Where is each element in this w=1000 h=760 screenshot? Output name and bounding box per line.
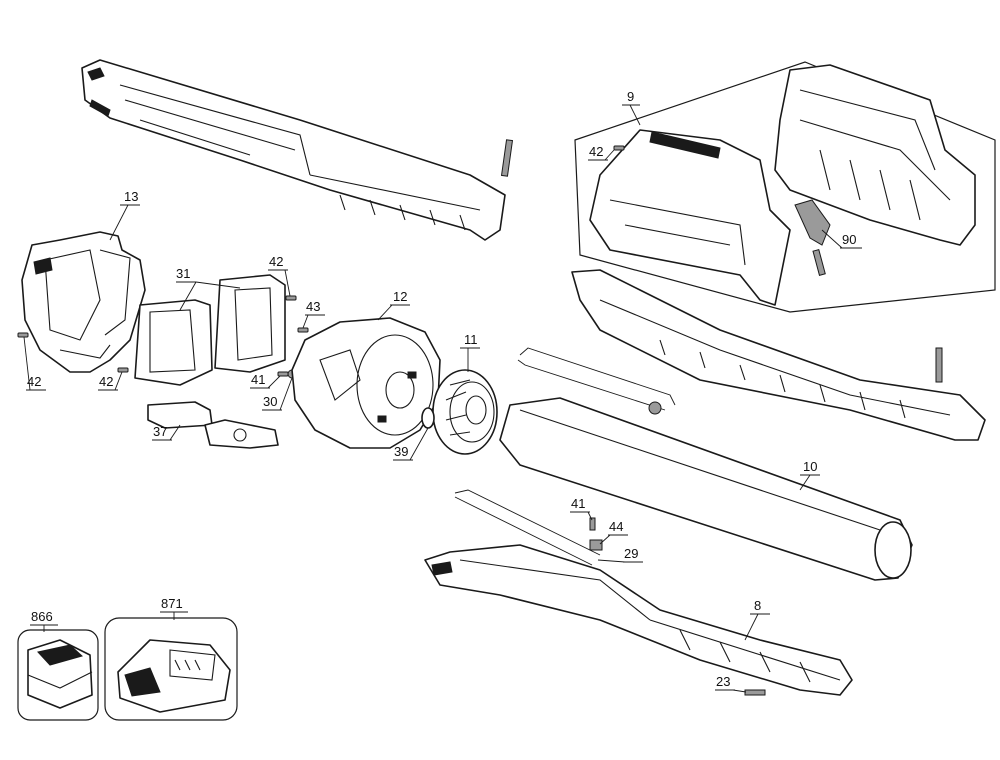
svg-text:90: 90 [842,232,856,247]
lower-rod-part [454,489,601,566]
callout-90: 90 [821,229,862,249]
pin-23-part [744,689,766,696]
lower-housing-part [424,544,853,696]
screw-42-top [613,145,625,151]
callout-42-middle: 42 [98,371,123,391]
svg-text:30: 30 [263,394,277,409]
callout-42-top: 42 [268,254,291,297]
callout-23: 23 [715,674,747,693]
svg-text:41: 41 [571,496,585,511]
svg-text:39: 39 [394,444,408,459]
callout-41-left: 41 [250,372,281,389]
pin-part [500,139,514,177]
callout-9: 9 [622,89,641,126]
motor-can-part [291,317,441,449]
callout-29: 29 [597,546,643,563]
svg-text:29: 29 [624,546,638,561]
switch-assembly-part [147,401,279,449]
battery-part [17,629,99,721]
callout-866: 866 [30,609,58,632]
trigger-90-part [794,199,831,276]
right-lower-housing-part [571,269,986,441]
svg-text:866: 866 [31,609,53,624]
svg-text:9: 9 [627,89,634,104]
callout-30: 30 [262,377,293,411]
clip-part [648,401,662,415]
kit-9-frame [574,61,996,313]
washer-39-part [421,407,435,429]
callout-41-lower: 41 [570,496,593,521]
svg-text:43: 43 [306,299,320,314]
screw-41-lower [589,517,596,531]
svg-text:871: 871 [161,596,183,611]
callout-42-left: 42 [23,336,46,391]
callout-11: 11 [460,332,480,372]
svg-text:10: 10 [803,459,817,474]
board-bracket-part [134,274,286,386]
callout-44: 44 [599,519,628,545]
linkage-rod-part [517,347,676,411]
callout-13: 13 [109,189,140,241]
upper-housing-part [81,59,506,241]
svg-text:31: 31 [176,266,190,281]
handle-housing-back-part [774,64,976,246]
svg-text:42: 42 [269,254,283,269]
callout-10: 10 [799,459,820,491]
charger-part [104,617,238,721]
handle-housing-part [589,129,791,306]
callout-12: 12 [377,289,410,321]
fan-part [432,369,498,455]
svg-text:42: 42 [99,374,113,389]
svg-text:8: 8 [754,598,761,613]
svg-text:37: 37 [153,424,167,439]
callout-42-kit: 42 [588,144,615,161]
pin-right-part [935,347,943,383]
callout-43: 43 [302,299,325,329]
clip-44-part [589,539,603,551]
rear-housing-part [21,231,146,373]
svg-text:42: 42 [27,374,41,389]
svg-text:11: 11 [464,332,478,347]
callout-871: 871 [160,596,188,620]
callout-8: 8 [744,598,770,641]
svg-text:41: 41 [251,372,265,387]
svg-text:23: 23 [716,674,730,689]
svg-text:12: 12 [393,289,407,304]
svg-text:42: 42 [589,144,603,159]
svg-text:13: 13 [124,189,138,204]
callout-37: 37 [152,424,181,441]
callout-31: 31 [176,266,241,311]
svg-text:44: 44 [609,519,623,534]
callout-39: 39 [393,427,429,461]
tube-part [499,397,913,581]
